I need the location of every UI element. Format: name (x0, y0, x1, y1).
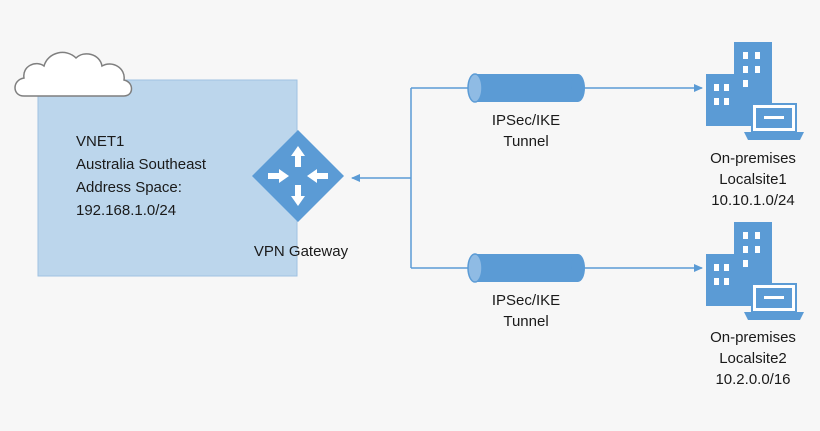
tunnel-label: IPSec/IKE Tunnel (470, 290, 582, 332)
vnet-region: Australia Southeast (76, 156, 207, 173)
tunnel-label: IPSec/IKE Tunnel (470, 110, 582, 152)
site-label-line1: On-premises (710, 329, 796, 346)
site-address: 10.10.1.0/24 (711, 192, 795, 209)
vpn-gateway-icon (252, 130, 344, 222)
tunnel-icon (467, 73, 585, 103)
site-label-line2: Localsite2 (719, 350, 787, 367)
site-label: On-premises Localsite1 10.10.1.0/24 (690, 148, 816, 211)
vnet-address-space-label: Address Space: (76, 179, 182, 196)
vnet-info: VNET1 Australia Southeast Address Space:… (76, 130, 206, 222)
laptop-icon (744, 103, 804, 140)
connectors (351, 84, 703, 272)
tunnel-label-line1: IPSec/IKE (491, 112, 561, 129)
tunnel-label-line2: Tunnel (503, 313, 549, 330)
laptop-icon (744, 283, 804, 320)
vnet-box (37, 79, 298, 277)
cloud-icon (14, 51, 133, 97)
tunnel-label-line1: IPSec/IKE (491, 292, 561, 309)
site-label-line2: Localsite1 (719, 171, 787, 188)
vnet-name: VNET1 (76, 133, 125, 150)
vnet-address-space: 192.168.1.0/24 (76, 202, 177, 219)
tunnel-icon (467, 253, 585, 283)
tunnel-label-line2: Tunnel (503, 133, 549, 150)
site-address: 10.2.0.0/16 (715, 371, 791, 388)
building-icon (706, 42, 772, 126)
site-label: On-premises Localsite2 10.2.0.0/16 (690, 327, 816, 390)
gateway-label: VPN Gateway (253, 243, 349, 260)
site-label-line1: On-premises (710, 150, 796, 167)
